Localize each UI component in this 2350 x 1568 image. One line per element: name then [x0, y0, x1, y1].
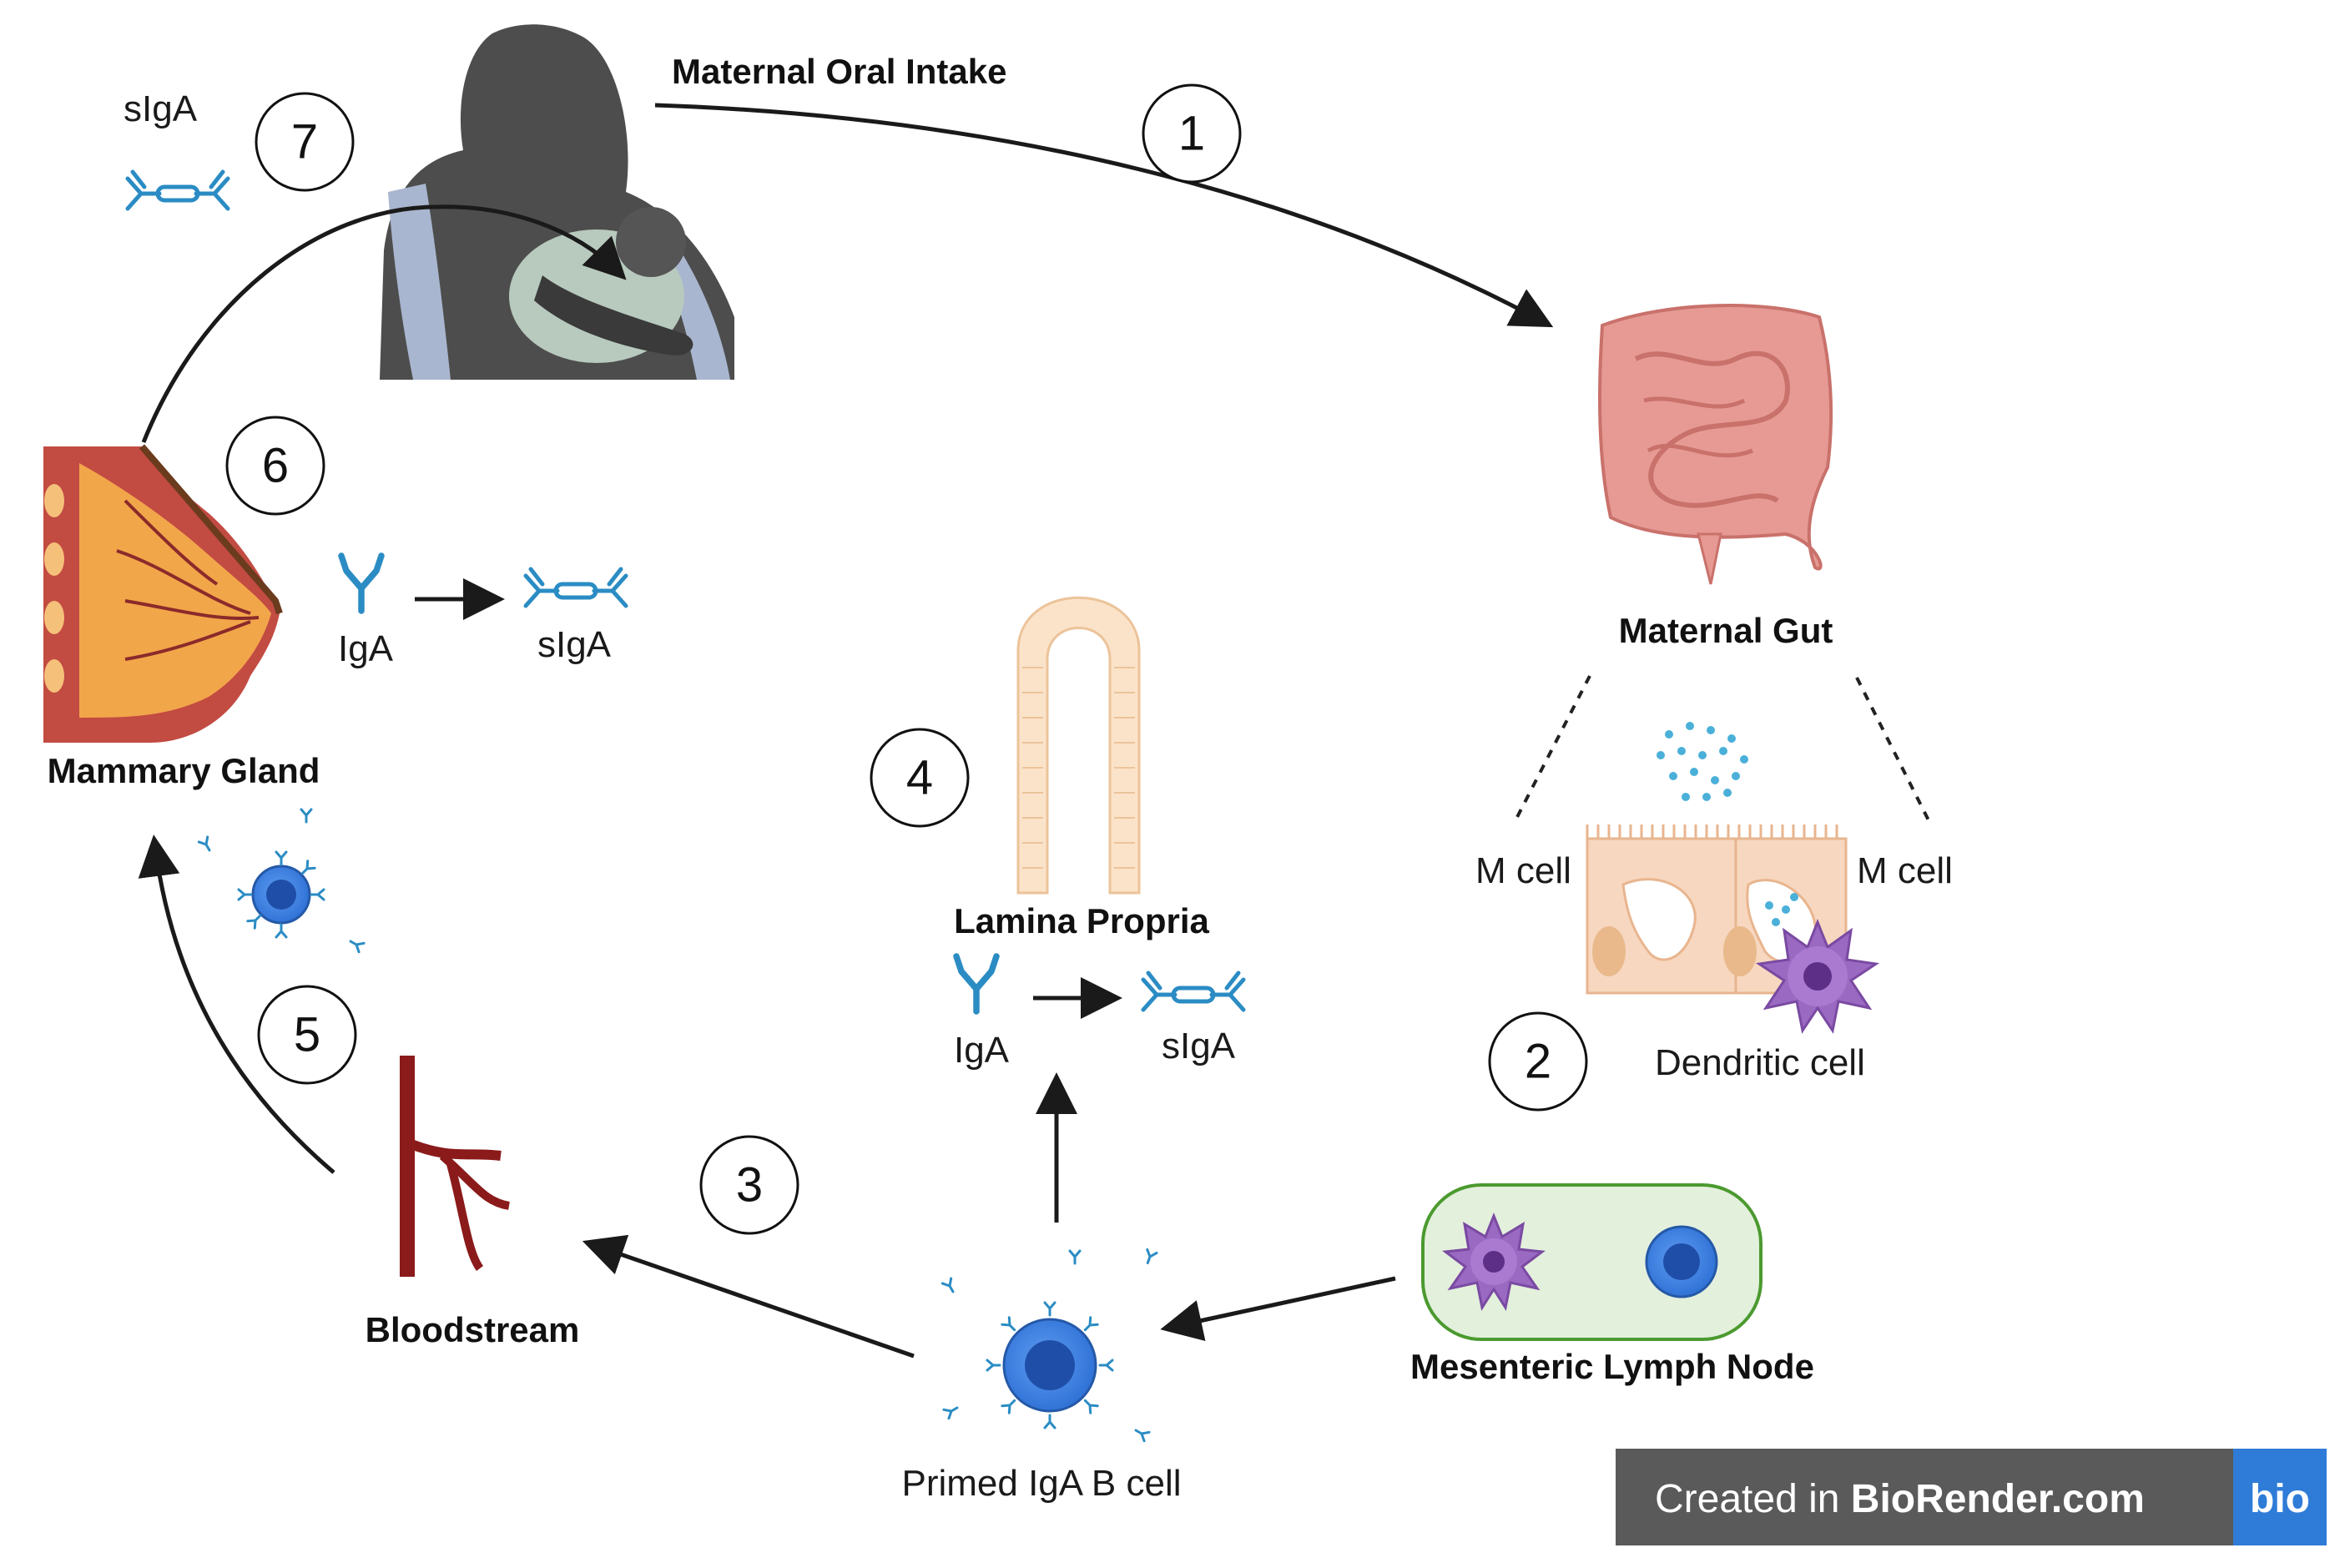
- primed-iga-b-cell-icon: [941, 1248, 1158, 1443]
- svg-text:4: 4: [906, 751, 933, 805]
- label-mammary-gland: Mammary Gland: [48, 751, 320, 790]
- intestine-icon: [1598, 304, 1833, 585]
- step-2: 2: [1488, 1011, 1588, 1112]
- label-siga-lamina: sIgA: [1162, 1026, 1236, 1066]
- step-6: 6: [225, 416, 325, 516]
- label-mesenteric-lymph-node: Mesenteric Lymph Node: [1410, 1347, 1814, 1386]
- label-maternal-gut: Maternal Gut: [1619, 611, 1833, 650]
- svg-text:7: 7: [291, 115, 318, 169]
- iga-lamina-icon: [956, 956, 996, 1011]
- label-bloodstream: Bloodstream: [366, 1310, 580, 1349]
- step-1: 1: [1142, 83, 1242, 184]
- b-cell-icon: [197, 808, 366, 954]
- arrow-intake-to-gut: [654, 103, 1554, 328]
- svg-text:1: 1: [1178, 107, 1205, 161]
- label-siga-top: sIgA: [124, 88, 198, 129]
- label-m-cell-right: M cell: [1857, 850, 1953, 891]
- arrow-lymph-to-bcell: [1160, 1276, 1396, 1342]
- antigen-particles: [1657, 722, 1748, 801]
- label-iga-mammary: IgA: [338, 628, 394, 669]
- mammary-gland-icon: [43, 444, 283, 743]
- arrow-mammary-to-infant: [141, 204, 627, 443]
- svg-text:3: 3: [736, 1158, 763, 1213]
- bio-logo: bio: [2250, 1477, 2310, 1521]
- intestinal-villus-icon: [1016, 596, 1141, 895]
- svg-text:Created in BioRender.com: Created in BioRender.com: [1655, 1477, 2145, 1521]
- step-7: 7: [255, 92, 355, 192]
- dendritic-cell-icon: [1755, 918, 1880, 1034]
- label-primed-iga-b-cell: Primed IgA B cell: [901, 1463, 1181, 1504]
- zoom-line-right: [1855, 677, 1931, 823]
- step-5: 5: [257, 985, 357, 1085]
- step-3: 3: [699, 1135, 799, 1235]
- step-4: 4: [870, 728, 970, 828]
- arrow-blood-to-mammary: [138, 834, 335, 1174]
- arrow-bcell-to-blood: [582, 1234, 915, 1359]
- siga-lamina-icon: [1143, 973, 1243, 1010]
- label-dendritic-cell: Dendritic cell: [1655, 1042, 1865, 1083]
- breastfeeding-mother-icon: [380, 24, 734, 381]
- label-m-cell-left: M cell: [1475, 850, 1571, 891]
- zoom-line-left: [1513, 675, 1591, 823]
- label-lamina-propria: Lamina Propria: [954, 901, 1209, 940]
- svg-text:6: 6: [262, 439, 289, 493]
- label-maternal-oral-intake: Maternal Oral Intake: [672, 52, 1006, 91]
- label-siga-mammary: sIgA: [537, 624, 612, 665]
- svg-text:5: 5: [294, 1008, 320, 1062]
- epithelium-inset: [1586, 824, 1848, 995]
- mesenteric-lymph-node: [1421, 1183, 1762, 1341]
- siga-mammary-icon: [526, 569, 626, 606]
- iga-mammary-icon: [341, 556, 381, 611]
- blood-vessel-icon: [400, 1056, 511, 1277]
- biorender-watermark[interactable]: Created in BioRender.com bio: [1616, 1449, 2327, 1545]
- svg-text:2: 2: [1525, 1035, 1551, 1089]
- label-iga-lamina: IgA: [954, 1030, 1010, 1071]
- siga-top-icon: [128, 172, 228, 209]
